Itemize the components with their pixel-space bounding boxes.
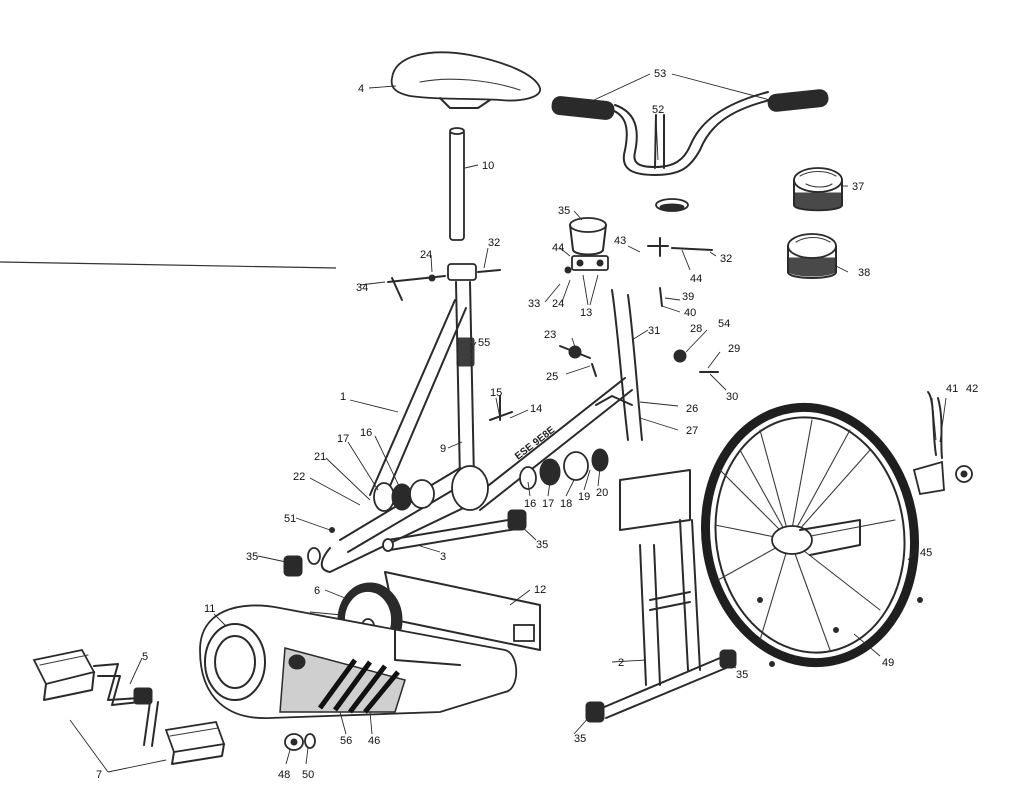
callout-35: 35 (536, 539, 548, 551)
tension-knob-housing (787, 233, 837, 279)
crank-arm (93, 663, 159, 747)
callout-42: 42 (966, 383, 978, 395)
callout-16: 16 (360, 427, 372, 439)
callout-12: 12 (534, 584, 546, 596)
bottom-bracket-bearings (373, 448, 609, 512)
callout-40: 40 (684, 307, 696, 319)
callout-15: 15 (490, 387, 502, 399)
guard-bracket (384, 571, 541, 666)
hardware-bolts (329, 266, 923, 667)
flywheel (700, 402, 920, 668)
callout-22: 22 (293, 471, 305, 483)
callout-6: 6 (314, 585, 320, 597)
callout-3: 3 (440, 551, 446, 563)
callout-28: 28 (690, 323, 702, 335)
stem-clamp (571, 237, 713, 271)
callout-18: 18 (560, 498, 572, 510)
callout-35: 35 (574, 733, 586, 745)
callout-27: 27 (686, 425, 698, 437)
main-frame (320, 289, 643, 573)
callout-44: 44 (690, 273, 702, 285)
callout-20: 20 (596, 487, 608, 499)
callout-32: 32 (488, 237, 500, 249)
callout-11: 11 (204, 603, 215, 615)
callout-31: 31 (648, 325, 660, 337)
callout-37: 37 (852, 181, 864, 193)
callout-23: 23 (544, 329, 556, 341)
callout-2: 2 (618, 657, 624, 669)
callout-45: 45 (920, 547, 932, 559)
callout-48: 48 (278, 769, 290, 781)
callout-24: 24 (420, 249, 432, 261)
frame-decal: ESE 9E8E (513, 424, 557, 462)
callout-16: 16 (524, 498, 536, 510)
callout-10: 10 (482, 160, 494, 172)
stabilizer-bar (283, 509, 527, 577)
callout-14: 14 (530, 403, 542, 415)
rear-stand (585, 469, 737, 723)
callout-34: 34 (356, 282, 368, 294)
callout-35: 35 (558, 205, 570, 217)
callout-39: 39 (682, 291, 694, 303)
tension-knob (793, 167, 843, 212)
callout-17: 17 (542, 498, 554, 510)
callout-33: 33 (528, 298, 540, 310)
callout-1: 1 (340, 391, 346, 403)
brake-assembly (912, 391, 973, 496)
reference-line (0, 261, 337, 269)
callout-38: 38 (858, 267, 870, 279)
callout-51: 51 (284, 513, 296, 525)
handlebar (551, 89, 829, 176)
chain-guard (199, 604, 518, 719)
callout-30: 30 (726, 391, 738, 403)
right-pedal (164, 720, 226, 765)
callout-43: 43 (614, 235, 626, 247)
seat (390, 51, 541, 109)
callout-54: 54 (718, 318, 730, 330)
callout-19: 19 (578, 491, 590, 503)
callout-7: 7 (96, 769, 102, 781)
callout-29: 29 (728, 343, 740, 355)
callout-labels: 4 53 52 10 37 35 44 43 44 32 38 24 32 34… (96, 68, 978, 781)
callout-21: 21 (314, 451, 326, 463)
callout-4: 4 (358, 83, 364, 95)
seat-tube (455, 281, 475, 481)
leader-lines (69, 73, 947, 773)
callout-41: 41 (946, 383, 958, 395)
callout-13: 13 (580, 307, 592, 319)
callout-17: 17 (337, 433, 349, 445)
seat-post (449, 127, 465, 241)
callout-50: 50 (302, 769, 314, 781)
callout-49: 49 (882, 657, 894, 669)
callout-44: 44 (552, 242, 564, 254)
callout-35: 35 (736, 669, 748, 681)
callout-26: 26 (686, 403, 698, 415)
callout-24: 24 (552, 298, 564, 310)
callout-35: 35 (246, 551, 258, 563)
callout-53: 53 (654, 68, 666, 80)
callout-25: 25 (546, 371, 558, 383)
left-pedal (32, 648, 96, 701)
callout-55: 55 (478, 337, 490, 349)
callout-5: 5 (142, 651, 148, 663)
hardware-nut (284, 733, 316, 751)
head-bushing (655, 198, 689, 212)
head-tube-cup (569, 217, 607, 256)
callout-46: 46 (368, 735, 380, 747)
callout-52: 52 (652, 104, 664, 116)
seat-clamp (387, 263, 501, 301)
callout-9: 9 (440, 443, 446, 455)
callout-56: 56 (340, 735, 352, 747)
callout-32: 32 (720, 253, 732, 265)
